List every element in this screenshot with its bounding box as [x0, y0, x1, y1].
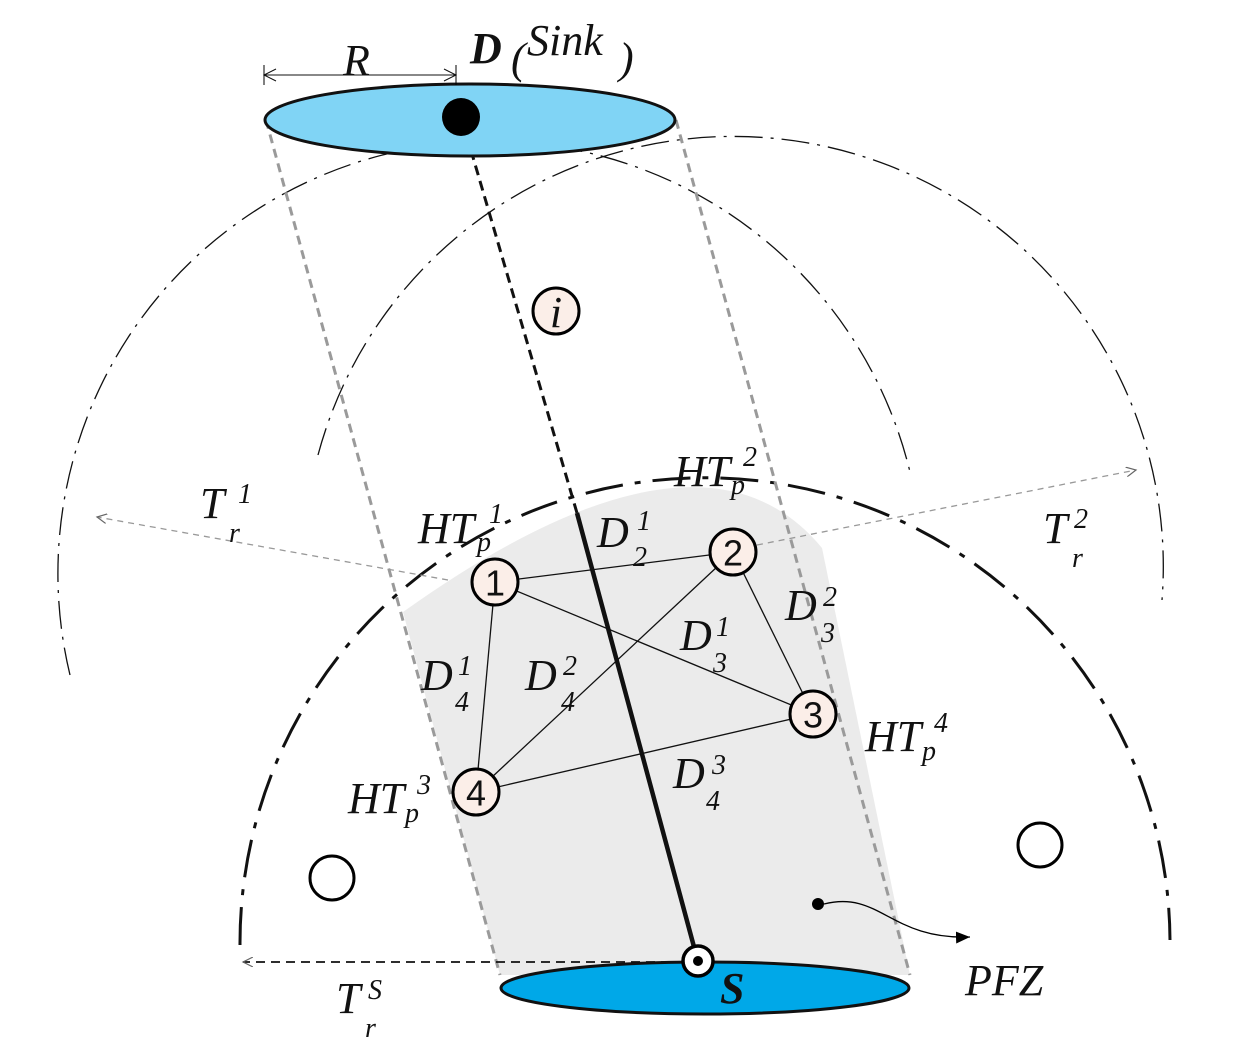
intermediate-node-label: i [550, 288, 562, 337]
svg-text:1: 1 [637, 506, 651, 537]
pfz-label: PFZ [964, 956, 1044, 1005]
svg-text:HT: HT [864, 712, 925, 761]
svg-text:HT: HT [673, 447, 734, 496]
svg-text:p: p [475, 527, 491, 558]
range-label-2: T r 2 [1043, 504, 1088, 574]
svg-text:D: D [596, 508, 629, 557]
range-arrow-node2 [756, 470, 1136, 546]
svg-text:r: r [229, 518, 240, 549]
zone-boundary-left [264, 119, 502, 976]
svg-text:r: r [1072, 543, 1083, 574]
pfz-pointer-dot [812, 898, 824, 910]
sink-paren-open: ( [511, 34, 528, 83]
range-arc-source [238, 476, 1172, 946]
svg-text:p: p [403, 798, 419, 829]
svg-text:2: 2 [633, 542, 647, 573]
svg-text:D: D [784, 581, 817, 630]
sink-word: Sink [527, 16, 604, 65]
range-arrow-node1 [97, 517, 449, 581]
range-label-source: T r S [336, 974, 382, 1044]
intermediate-node [531, 286, 581, 336]
svg-text:T: T [1043, 504, 1071, 553]
distance-label-d32: D 3 2 [784, 581, 837, 649]
hop-label-2: HT p 2 [673, 442, 757, 501]
svg-text:p: p [729, 470, 745, 501]
hop-label-4: HT p 4 [864, 708, 948, 767]
distance-label-d31: D 3 1 [679, 611, 730, 679]
node-1-label: 1 [485, 563, 505, 604]
node-3: 3 [788, 689, 838, 739]
svg-text:1: 1 [489, 499, 503, 530]
distance-label-d43: D 4 3 [672, 749, 726, 817]
hop-label-1: HT p 1 [417, 499, 503, 558]
svg-text:D: D [420, 651, 453, 700]
source-label: S [720, 964, 744, 1013]
range-arc-node2 [317, 135, 1164, 601]
pfz-pointer-arrow [823, 900, 971, 944]
svg-text:3: 3 [712, 648, 727, 679]
svg-text:1: 1 [458, 651, 472, 682]
hop-label-3: HT p 3 [347, 770, 431, 829]
distance-label-d42: D 4 2 [524, 651, 577, 718]
svg-text:2: 2 [563, 651, 577, 682]
radius-arrowheads [262, 68, 458, 82]
outer-node-left [308, 854, 356, 902]
svg-text:4: 4 [706, 786, 720, 817]
node-2-label: 2 [723, 533, 743, 574]
outer-node-right [1016, 821, 1064, 869]
source-node-core [693, 956, 703, 966]
svg-text:T: T [200, 479, 228, 528]
svg-text:D: D [524, 651, 557, 700]
node-links [475, 551, 814, 793]
zone-boundary-right [674, 119, 912, 976]
node-1: 1 [470, 557, 520, 607]
svg-text:1: 1 [238, 479, 252, 510]
svg-text:4: 4 [934, 708, 948, 739]
svg-text:D: D [679, 611, 712, 660]
svg-text:p: p [920, 736, 936, 767]
svg-text:S: S [368, 975, 382, 1006]
range-label-1: T r 1 [200, 479, 252, 549]
node-4-label: 4 [466, 773, 486, 814]
svg-text:3: 3 [820, 618, 835, 649]
sink-paren-close: ) [616, 34, 634, 83]
svg-text:2: 2 [743, 442, 757, 473]
distance-label-d41: D 4 1 [420, 651, 472, 718]
node-4: 4 [451, 767, 501, 817]
svg-text:HT: HT [417, 504, 478, 553]
pfz-region [403, 487, 910, 975]
svg-text:HT: HT [347, 774, 408, 823]
svg-text:D: D [672, 749, 705, 798]
svg-text:3: 3 [711, 750, 726, 781]
svg-text:r: r [365, 1013, 376, 1044]
svg-text:3: 3 [416, 770, 431, 801]
svg-text:1: 1 [716, 612, 730, 643]
svg-text:4: 4 [561, 687, 575, 718]
path-source-to-zone [574, 512, 700, 959]
sink-node [442, 98, 480, 136]
node-3-label: 3 [803, 695, 823, 736]
svg-text:4: 4 [455, 687, 469, 718]
svg-text:T: T [336, 974, 364, 1023]
node-2: 2 [708, 527, 758, 577]
svg-text:2: 2 [823, 582, 837, 613]
path-zone-to-sink [461, 122, 579, 514]
svg-text:2: 2 [1074, 504, 1088, 535]
radius-label: R [342, 36, 370, 85]
sink-letter: D [469, 24, 502, 73]
distance-label-d21: D 2 1 [596, 506, 651, 573]
